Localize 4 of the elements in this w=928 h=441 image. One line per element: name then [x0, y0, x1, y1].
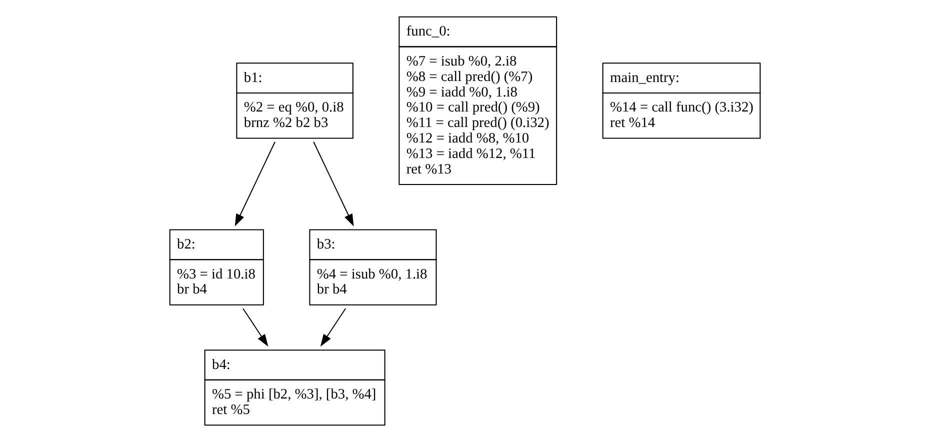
arrow [242, 308, 268, 347]
arrow [312, 142, 354, 226]
arrow [320, 308, 346, 347]
arrow [234, 142, 275, 226]
